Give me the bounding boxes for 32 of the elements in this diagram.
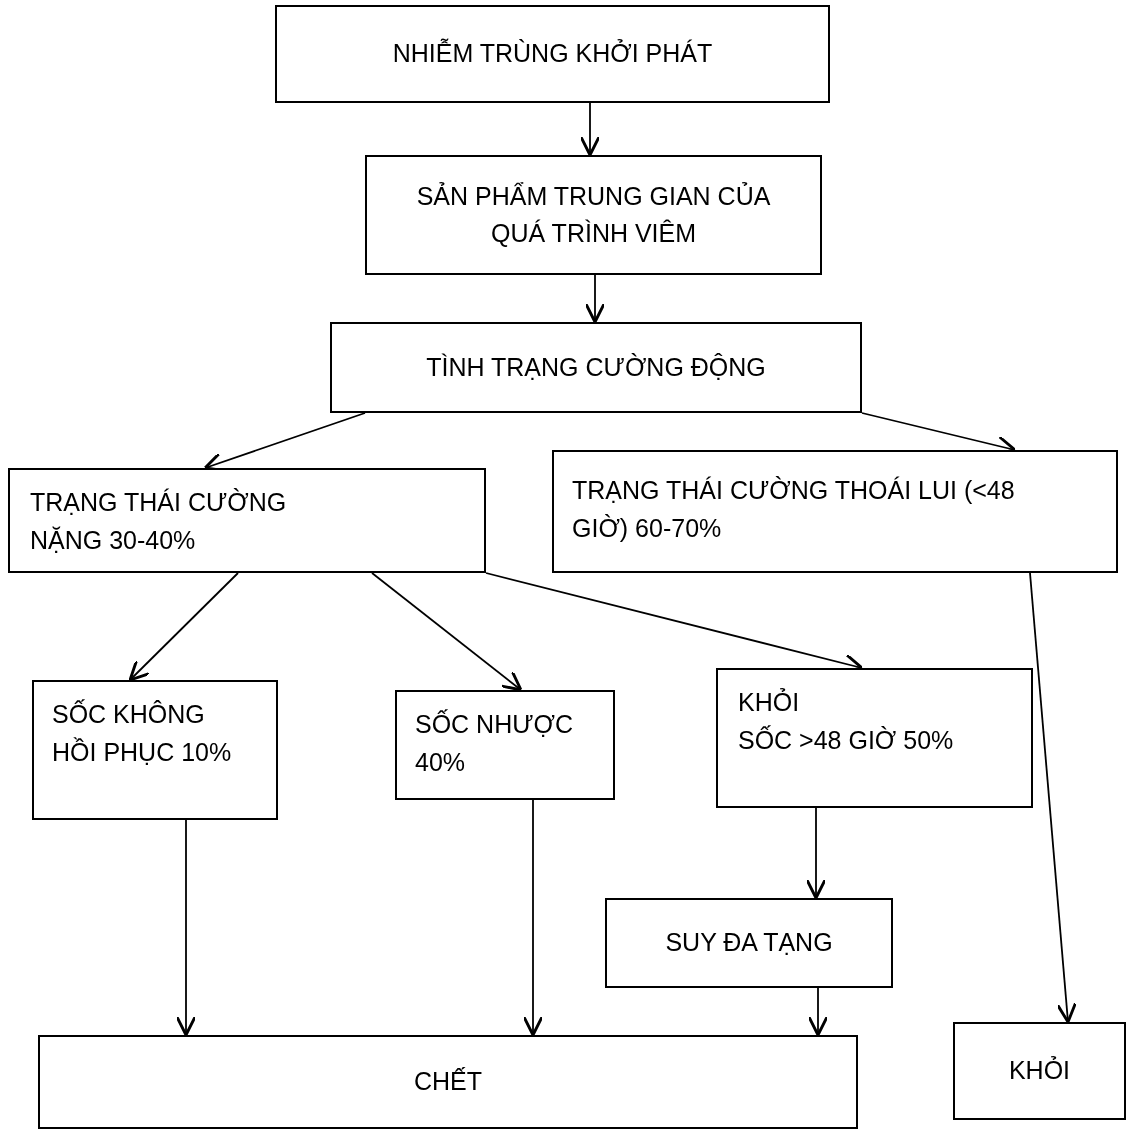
arrow <box>522 799 544 1037</box>
box-label: KHỎI <box>738 687 800 718</box>
process-box <box>8 468 486 573</box>
process-box <box>275 5 830 103</box>
arrow <box>584 274 606 324</box>
arrow <box>579 102 601 157</box>
process-box <box>953 1022 1126 1120</box>
process-box <box>716 668 1033 808</box>
box-label: NHIỄM TRÙNG KHỞI PHÁT <box>392 37 713 70</box>
box-label: SỐC NHƯỢC 40% <box>415 708 575 778</box>
arrow <box>175 819 197 1037</box>
box-label: TRẠNG THÁI CƯỜNG NẶNG 30-40% <box>30 487 288 556</box>
process-box <box>395 690 615 800</box>
process-box <box>330 322 862 413</box>
box-label: KHỎI <box>1008 1055 1071 1087</box>
process-box <box>605 898 893 988</box>
box-label: TRẠNG THÁI CƯỜNG THOÁI LUI (<48 GIỜ) 60-70% <box>572 475 1016 544</box>
box-label: CHẾT <box>413 1066 483 1098</box>
process-box <box>32 680 278 820</box>
process-box <box>552 450 1118 573</box>
arrow <box>371 572 523 692</box>
arrow <box>128 572 239 682</box>
box-label: TÌNH TRẠNG CƯỜNG ĐỘNG <box>426 351 766 383</box>
arrow <box>805 807 827 900</box>
arrow <box>1029 572 1077 1024</box>
box-label: SUY ĐA TẠNG <box>665 927 833 959</box>
box-label: SẢN PHẨM TRUNG GIAN CỦA QUÁ TRÌNH VIÊM <box>415 180 772 249</box>
arrow <box>807 987 829 1037</box>
process-box <box>38 1035 858 1129</box>
process-box <box>365 155 822 275</box>
box-label: SỐC >48 GIỜ 50% <box>738 724 954 756</box>
box-label: SỐC KHÔNG HỒI PHỤC 10% <box>52 698 233 768</box>
